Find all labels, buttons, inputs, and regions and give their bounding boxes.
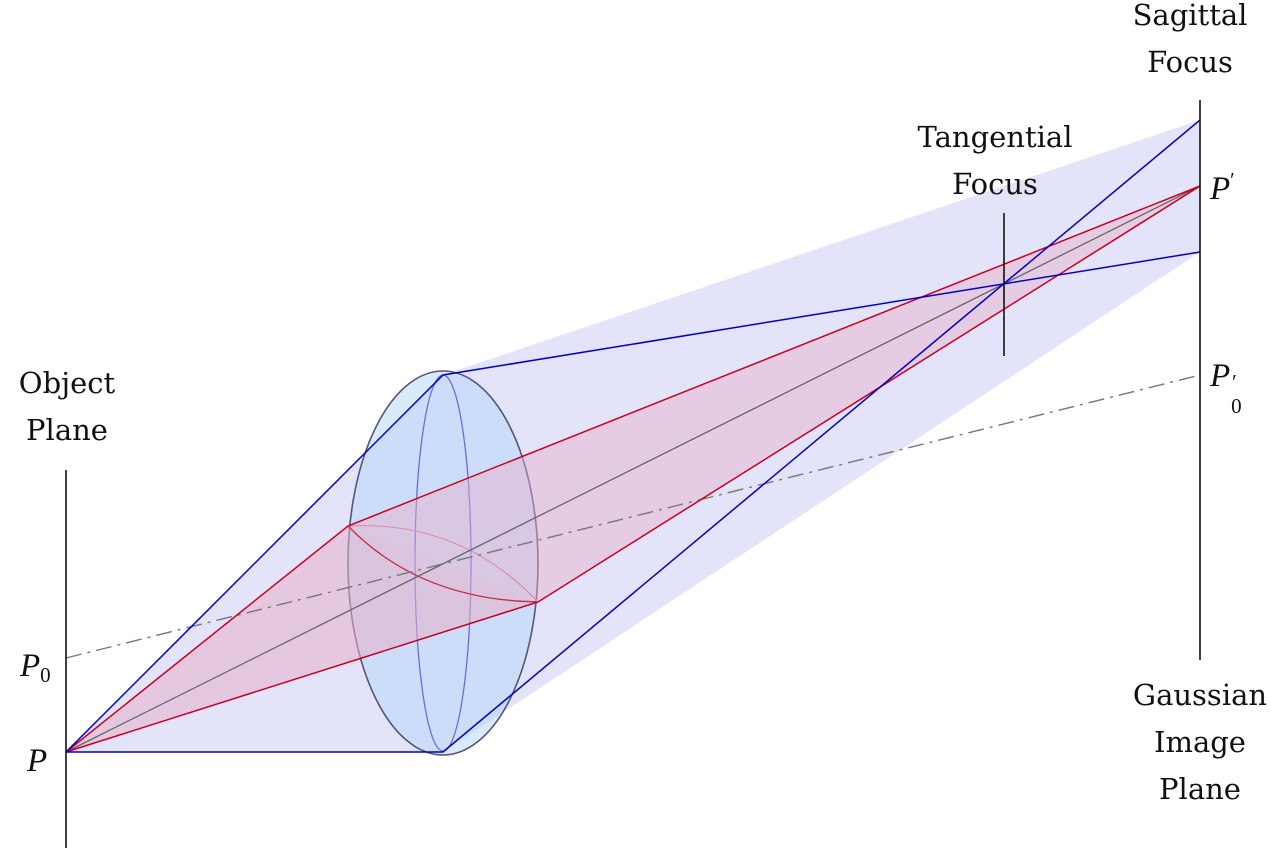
point-p0-prime-subscript: 0 [1231,394,1242,418]
sagittal-focus-label: Sagittal Focus [1118,0,1262,86]
point-p-prime-symbol: P [1210,171,1231,207]
object-plane-label-line2: Plane [26,412,108,447]
tangential-fan-fill-image [348,186,1200,602]
sagittal-ray-upper [65,251,1201,753]
tangential-ray-lower [65,185,1201,753]
gaussian-image-plane-label: Gaussian Image Plane [1130,672,1270,813]
point-p0-symbol: P [20,648,41,684]
point-p0-prime-symbol: P [1210,358,1231,394]
point-p0-prime-label: P′0 [1210,358,1242,417]
point-p-symbol: P [27,743,48,779]
point-p0-subscript: 0 [40,663,51,687]
point-p0-label: P0 [20,650,51,686]
tangential-ray-upper [65,185,1201,753]
point-p-prime-mark: ′ [1230,168,1235,192]
lens-meridian-arc-upper [347,524,539,603]
tangential-focus-label-line1: Tangential [917,120,1073,154]
object-plane-label-line1: Object [18,366,116,400]
tangential-focus-label-line2: Focus [952,166,1038,201]
gaussian-image-plane-label-line1: Gaussian [1132,678,1268,712]
sagittal-ray-lower [66,119,1201,753]
chief-ray [65,185,1201,753]
gaussian-axis-ray [65,374,1201,659]
lens-meridian-arc-lower [347,525,539,603]
point-p-label: P [27,745,47,778]
sagittal-focus-label-line1: Sagittal [1132,0,1248,32]
tangential-focus-label: Tangential Focus [905,114,1085,208]
gaussian-image-plane-label-line3: Plane [1159,771,1241,806]
point-p0-prime-mark: ′ [1232,370,1237,394]
sagittal-focus-label-line2: Focus [1147,44,1233,79]
point-p-prime-label: P′ [1210,170,1235,206]
tangential-fan-fill-object [66,526,538,752]
gaussian-image-plane-label-line2: Image [1154,724,1246,759]
object-plane-label: Object Plane [12,360,122,454]
